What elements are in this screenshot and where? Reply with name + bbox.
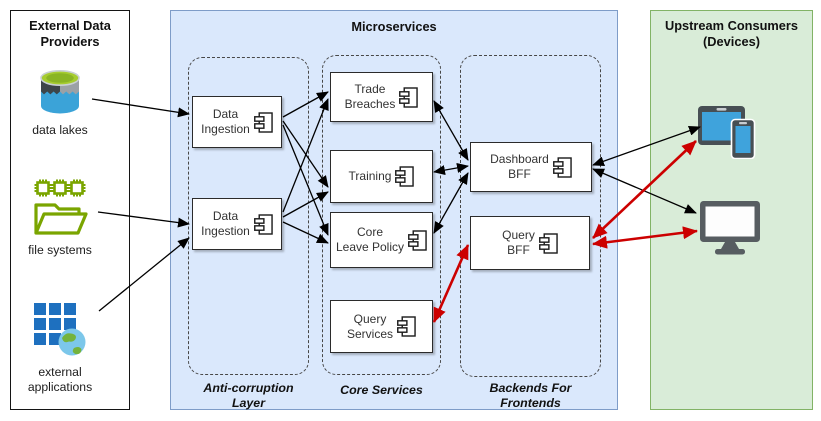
component-node-label: Data Ingestion bbox=[201, 107, 250, 136]
external-applications-icon bbox=[34, 303, 86, 356]
external-applications-item: external applications bbox=[0, 302, 120, 394]
component-node-clp: Core Leave Policy bbox=[330, 212, 433, 268]
mobile-devices-item bbox=[698, 106, 756, 164]
data-lakes-item: data lakes bbox=[0, 68, 120, 138]
group-label-backends-for-frontends: Backends For Frontends bbox=[489, 381, 572, 410]
file-systems-item: file systems bbox=[0, 178, 120, 258]
consumers-title: Upstream Consumers (Devices) bbox=[665, 18, 798, 49]
component-node-di1: Data Ingestion bbox=[192, 96, 282, 148]
uml-component-icon bbox=[253, 111, 273, 133]
uml-component-icon bbox=[399, 86, 419, 108]
component-node-label: Dashboard BFF bbox=[490, 152, 549, 181]
monitor-icon bbox=[700, 201, 760, 255]
data-lake-icon bbox=[40, 70, 80, 114]
component-node-tb: Trade Breaches bbox=[330, 72, 433, 122]
component-node-label: Query Services bbox=[346, 311, 393, 341]
microservices-title: Microservices bbox=[351, 19, 437, 34]
group-label-core-services: Core Services bbox=[340, 383, 423, 397]
component-node-tr: Training bbox=[330, 150, 433, 203]
uml-component-icon bbox=[408, 229, 427, 251]
component-node-label: Core Leave Policy bbox=[335, 225, 405, 254]
component-node-label: Trade Breaches bbox=[344, 82, 396, 111]
component-node-qs: Query Services bbox=[330, 300, 433, 353]
tablet-phone-icon bbox=[698, 106, 756, 160]
component-node-label: Training bbox=[348, 169, 392, 183]
uml-component-icon bbox=[397, 316, 416, 337]
data-lakes-label: data lakes bbox=[32, 123, 88, 137]
external-applications-label: external applications bbox=[27, 365, 93, 394]
file-systems-label: file systems bbox=[28, 243, 92, 257]
uml-component-icon bbox=[253, 213, 273, 235]
component-node-label: Query BFF bbox=[502, 228, 535, 257]
uml-component-icon bbox=[552, 156, 572, 178]
component-node-qbff: Query BFF bbox=[470, 216, 590, 270]
component-node-di2: Data Ingestion bbox=[192, 198, 282, 250]
component-node-dbff: Dashboard BFF bbox=[470, 142, 592, 192]
desktop-item bbox=[699, 200, 761, 260]
group-label-anti-corruption-layer: Anti-corruption Layer bbox=[203, 381, 294, 410]
file-systems-icon bbox=[33, 178, 88, 235]
uml-component-icon bbox=[395, 166, 415, 187]
component-node-label: Data Ingestion bbox=[201, 209, 250, 238]
uml-component-icon bbox=[538, 232, 558, 254]
providers-title: External Data Providers bbox=[29, 18, 111, 49]
